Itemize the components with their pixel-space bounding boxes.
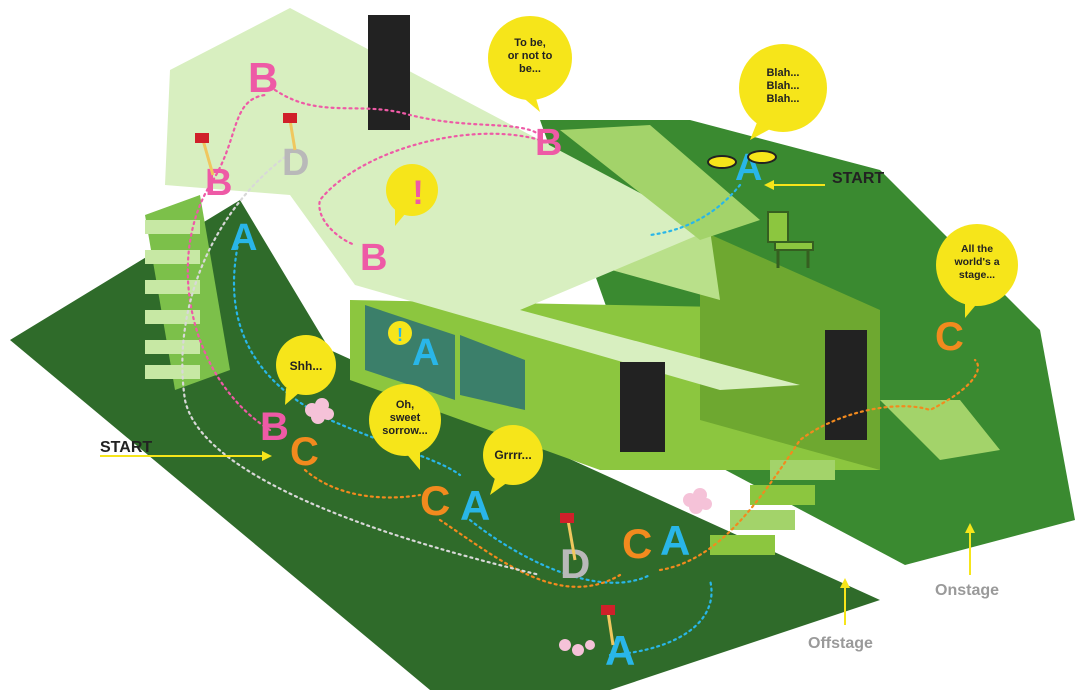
start-top-arrow [764, 180, 774, 190]
axe-icon [560, 513, 577, 561]
side-ramp [880, 400, 1000, 460]
axe-icon [601, 605, 615, 646]
character-c-start: C [290, 430, 319, 474]
start-top-label: START [832, 170, 884, 187]
onstage-arrow [965, 523, 975, 533]
bubble-exclaim: ! [386, 164, 438, 226]
bubble-blah: Blah...Blah...Blah... [739, 44, 827, 140]
character-c-right: C [935, 315, 964, 359]
character-b-left: B [205, 162, 232, 204]
character-d-bottom: D [560, 540, 590, 587]
lower-window [365, 305, 455, 400]
character-b-balcony: B [535, 122, 562, 164]
bubble-window-exclaim: ! [388, 321, 412, 345]
fish-icon [747, 150, 777, 164]
start-left-label: START [100, 439, 152, 456]
lower-window-right [460, 335, 525, 410]
character-b-center: B [360, 237, 387, 279]
character-a-bottom-right: A [660, 517, 690, 564]
offstage-arrow [840, 578, 850, 588]
character-c-middle: C [420, 477, 450, 524]
character-c-bottom: C [622, 520, 652, 567]
front-door [620, 362, 665, 452]
flower-bouquet-icon [683, 488, 712, 514]
balcony-ledge [560, 125, 760, 240]
svg-text:!: ! [397, 325, 403, 345]
path-c [303, 358, 980, 588]
axe-icon [283, 113, 297, 151]
path-b [186, 88, 542, 432]
fallen-flowers-icon [559, 639, 595, 656]
character-a-middle: A [460, 482, 490, 529]
svg-text:Shh...: Shh... [290, 359, 323, 373]
side-door [825, 330, 867, 440]
character-a-window: A [412, 332, 439, 374]
flower-bouquet-icon [305, 398, 334, 424]
onstage-label: Onstage [935, 582, 999, 599]
right-staircase [710, 460, 835, 555]
svg-text:Blah...Blah...Blah...: Blah...Blah...Blah... [766, 67, 799, 105]
upper-floor [165, 8, 800, 390]
upper-door [368, 15, 410, 130]
chair-icon [767, 211, 814, 268]
offstage-label: Offstage [808, 635, 873, 652]
character-b-bottom: B [260, 405, 289, 449]
offstage-ground [10, 200, 880, 690]
axe-icon [195, 133, 215, 176]
character-b-top: B [248, 54, 278, 101]
path-d [181, 148, 542, 577]
fish-icon [707, 155, 737, 169]
bubble-shh: Shh... [276, 335, 336, 405]
left-staircase [145, 195, 230, 390]
start-left-arrow [262, 451, 272, 461]
svg-text:!: ! [412, 174, 423, 212]
svg-text:Grrrr...: Grrrr... [494, 448, 531, 462]
character-a-bottom: A [605, 627, 635, 674]
character-a-upper-left: A [230, 217, 257, 259]
bubble-grrrr: Grrrr... [483, 425, 543, 495]
